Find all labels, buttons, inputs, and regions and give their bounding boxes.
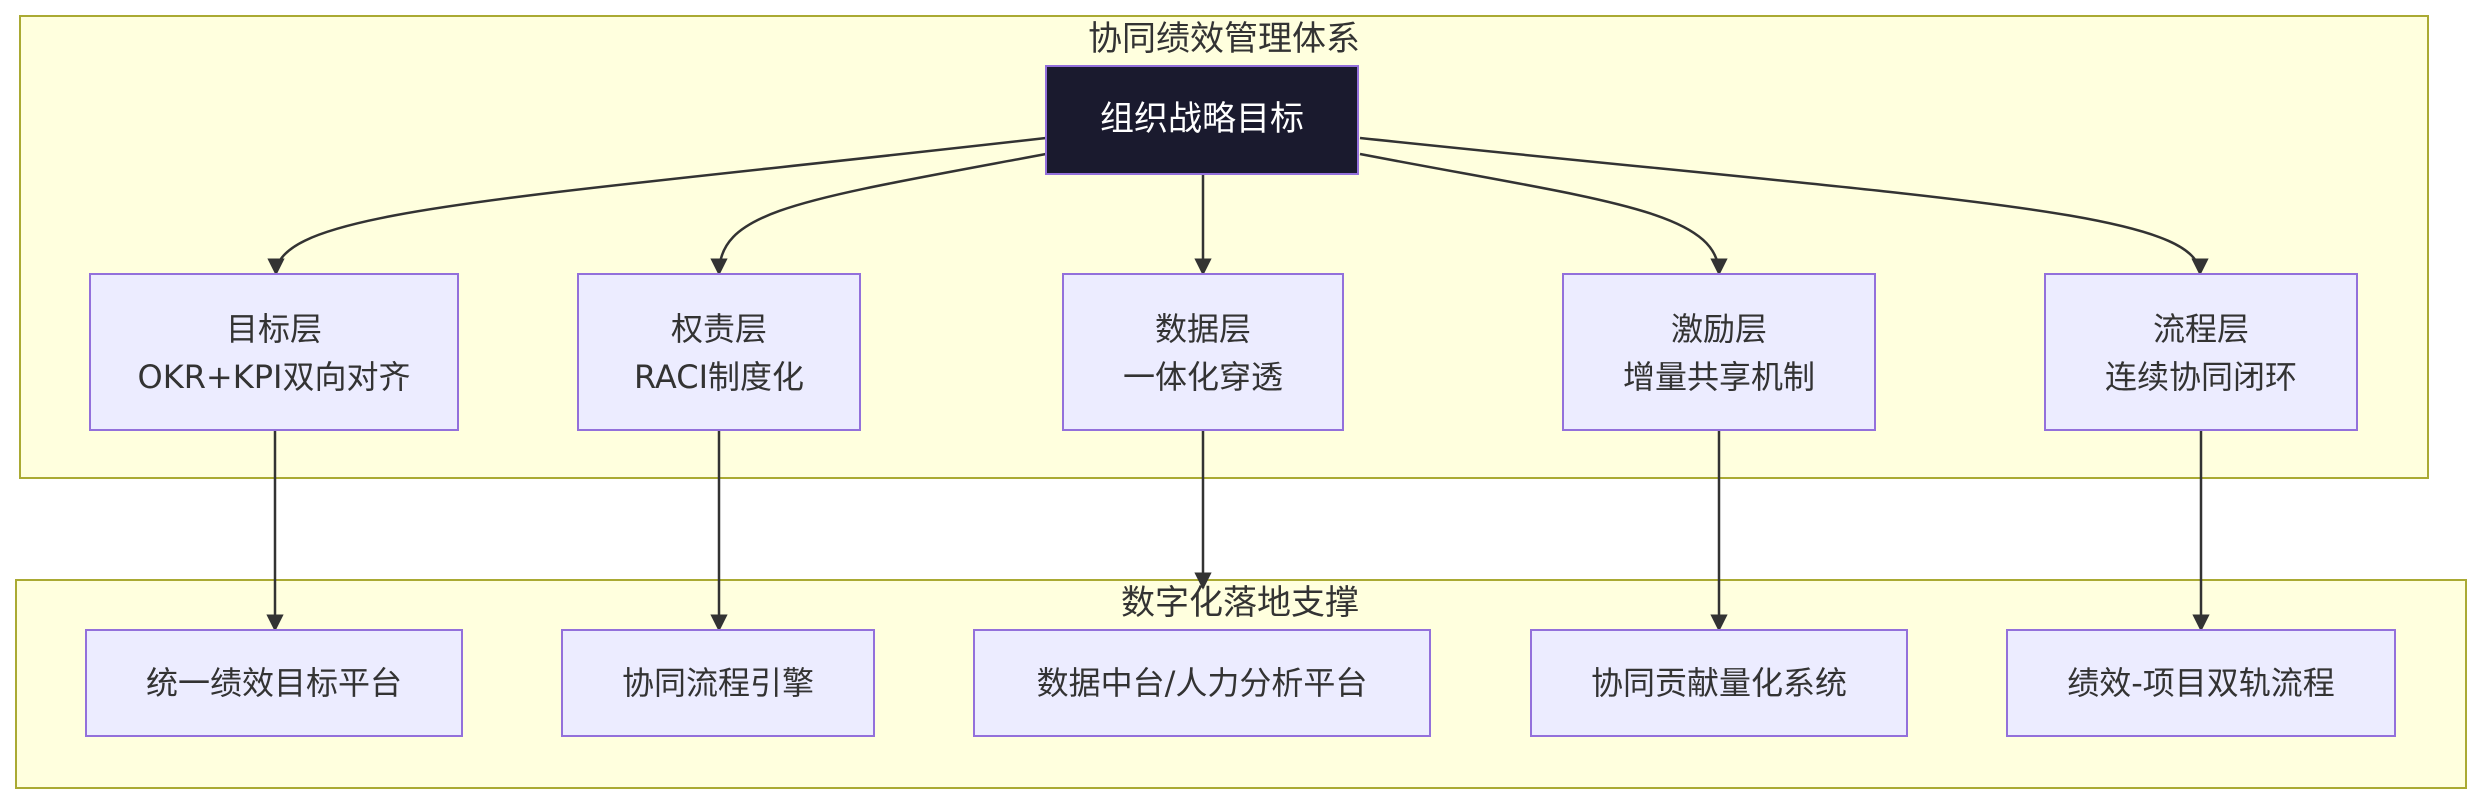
node-platform-goal-label: 统一绩效目标平台	[146, 664, 402, 702]
edge-root-layer-1	[710, 152, 1047, 276]
node-platform-process-engine[interactable]: 协同流程引擎	[561, 629, 875, 737]
node-layer-data-subtitle: 一体化穿透	[1123, 358, 1283, 396]
node-platform-dual-track-label: 绩效-项目双轨流程	[2067, 664, 2335, 702]
node-layer-goal-title: 目标层	[226, 310, 322, 348]
node-layer-process-subtitle: 连续协同闭环	[2105, 358, 2297, 396]
node-platform-dual-track[interactable]: 绩效-项目双轨流程	[2006, 629, 2396, 737]
node-layer-incentive[interactable]: 激励层 增量共享机制	[1562, 273, 1876, 431]
node-platform-contribution[interactable]: 协同贡献量化系统	[1530, 629, 1908, 737]
node-platform-contribution-label: 协同贡献量化系统	[1591, 664, 1847, 702]
node-root[interactable]: 组织战略目标	[1045, 65, 1359, 175]
edge-root-layer-0	[267, 136, 1047, 276]
node-layer-process-title: 流程层	[2153, 310, 2249, 348]
cluster-support-title: 数字化落地支撑	[1121, 583, 1359, 623]
node-layer-incentive-subtitle: 增量共享机制	[1623, 358, 1815, 396]
edges-root-to-layers	[267, 136, 2209, 276]
node-layer-goal[interactable]: 目标层 OKR+KPI双向对齐	[89, 273, 459, 431]
cluster-system-title: 协同绩效管理体系	[1088, 19, 1360, 59]
edge-root-layer-3	[1359, 152, 1728, 276]
node-platform-data-label: 数据中台/人力分析平台	[1037, 664, 1368, 702]
node-root-label: 组织战略目标	[1100, 99, 1304, 139]
node-layer-responsibility-subtitle: RACI制度化	[634, 358, 804, 396]
node-platform-data[interactable]: 数据中台/人力分析平台	[973, 629, 1431, 737]
edge-root-layer-4	[1359, 136, 2209, 276]
node-layer-responsibility[interactable]: 权责层 RACI制度化	[577, 273, 861, 431]
node-platform-goal[interactable]: 统一绩效目标平台	[85, 629, 463, 737]
edges-layers-to-platforms	[266, 430, 2210, 632]
node-platform-process-engine-label: 协同流程引擎	[622, 664, 814, 702]
node-layer-data[interactable]: 数据层 一体化穿透	[1062, 273, 1344, 431]
node-layer-incentive-title: 激励层	[1671, 310, 1767, 348]
node-layer-responsibility-title: 权责层	[671, 310, 767, 348]
node-layer-process[interactable]: 流程层 连续协同闭环	[2044, 273, 2358, 431]
node-layer-goal-subtitle: OKR+KPI双向对齐	[138, 358, 411, 396]
node-layer-data-title: 数据层	[1155, 310, 1251, 348]
